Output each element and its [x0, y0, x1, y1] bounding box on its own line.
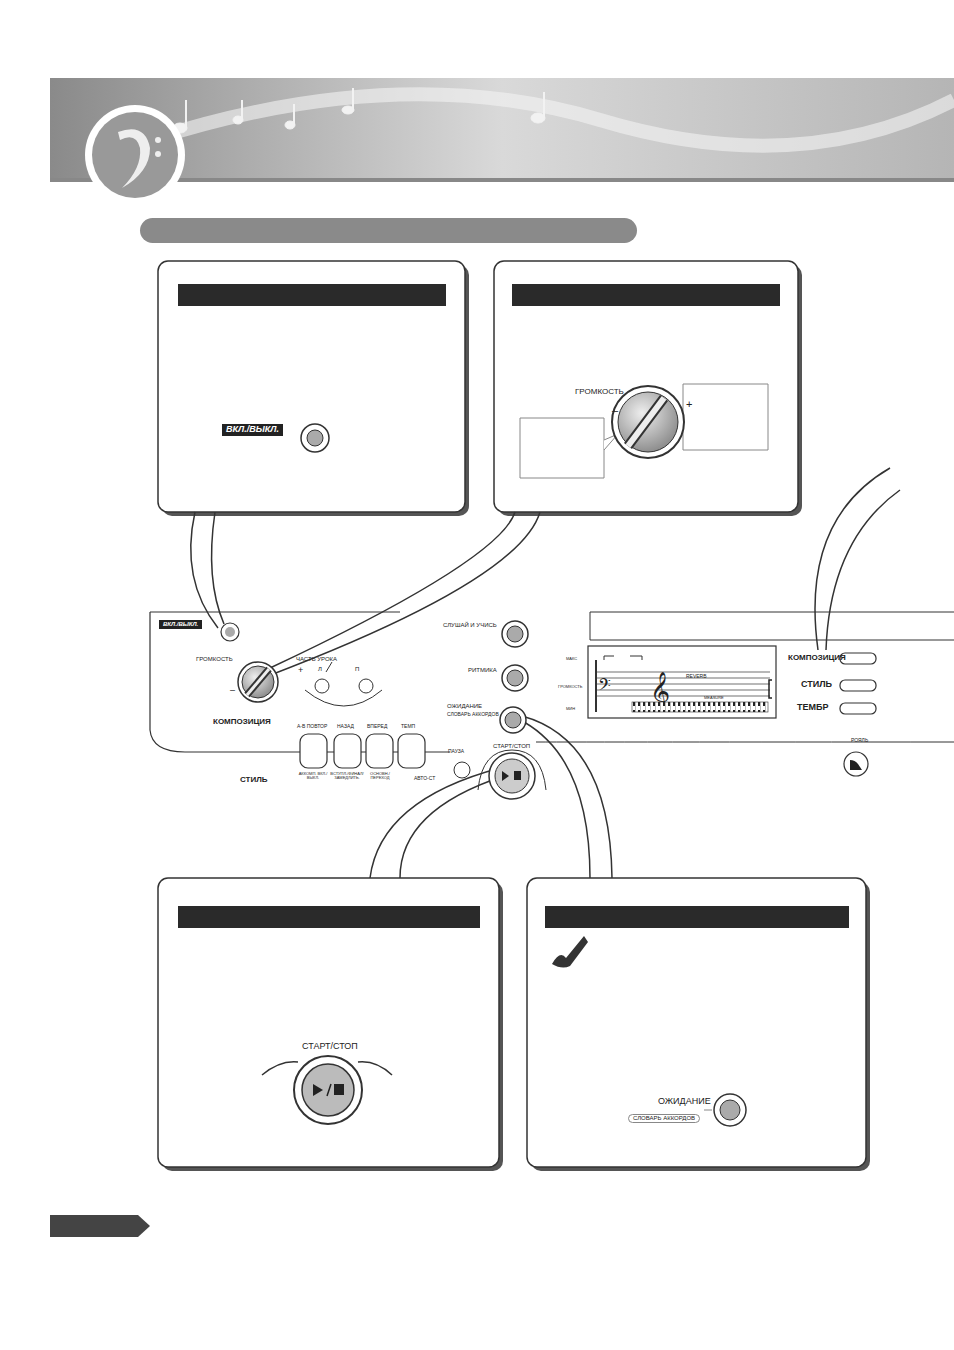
callout-box: ВКЛ./ВЫКЛ.: [158, 261, 465, 512]
panel-label: A-B ПОВТОР: [297, 724, 327, 730]
panel-label: ТЕМБР: [797, 703, 828, 713]
panel-label: ГРОМКОСТЬ: [196, 656, 233, 663]
panel-label: СТИЛЬ: [801, 680, 832, 690]
panel-label: СЛУШАЙ И УЧИСЬ: [443, 622, 497, 629]
panel-label: СТАРТ/СТОП: [493, 743, 530, 750]
panel-label: СТИЛЬ: [240, 776, 268, 785]
panel-label: –: [230, 686, 235, 696]
panel-label: П: [355, 666, 359, 673]
panel-label: КОМПОЗИЦИЯ: [213, 718, 271, 727]
panel-label: СЛОВАРЬ АККОРДОВ: [447, 712, 499, 718]
control-label: ВКЛ./ВЫКЛ.: [222, 424, 283, 436]
panel-label: REVERB: [686, 674, 707, 680]
panel-label: ПАУЗА: [448, 749, 464, 755]
panel-label: ОЖИДАНИЕ: [447, 703, 482, 710]
panel-label: ВКЛ./ВЫКЛ.: [159, 620, 202, 629]
panel-label: МИН: [566, 707, 575, 711]
panel-label: ВПЕРЕД: [367, 724, 387, 730]
panel-label: АВТО-СТ: [414, 776, 435, 782]
callout-box: ОЖИДАНИЕ СЛОВАРЬ АККОРДОВ: [527, 878, 866, 1167]
panel-label: НАЗАД: [337, 724, 354, 730]
panel-label: МАКС: [566, 657, 577, 661]
panel-label: КОМПОЗИЦИЯ: [788, 654, 846, 663]
panel-label: ВСТУПЛ./ФИНАЛ/ЗАМЕДЛИТЬ.: [330, 772, 364, 781]
control-label: ОЖИДАНИЕ: [658, 1097, 711, 1107]
control-label: СТАРТ/СТОП: [302, 1042, 358, 1052]
callout-box: ГРОМКОСТЬ: [494, 261, 798, 512]
panel-label: РОЯЛЬ: [851, 738, 868, 744]
panel-label: –: [612, 404, 618, 416]
panel-label: РИТМИКА: [468, 667, 497, 674]
panel-label: Л: [318, 666, 322, 673]
panel-label: ГРОМКОСТЬ: [558, 685, 582, 689]
panel-label: ЧАСТЬ УРОКА: [296, 656, 337, 663]
callout-box: СТАРТ/СТОП: [158, 878, 499, 1167]
panel-label: +: [298, 666, 303, 676]
panel-label: ТЕМП: [401, 724, 415, 730]
svg-text:𝄢: 𝄢: [598, 675, 611, 699]
panel-label: +: [686, 398, 692, 410]
panel-label: АККОМП. ВКЛ./ВЫКЛ.: [298, 772, 328, 781]
control-label: ГРОМКОСТЬ: [575, 388, 624, 397]
panel-label: ОСНОВН./ПЕРЕХОД: [365, 772, 395, 781]
panel-label: MEASURE: [704, 696, 724, 700]
control-label: СЛОВАРЬ АККОРДОВ: [628, 1114, 700, 1123]
